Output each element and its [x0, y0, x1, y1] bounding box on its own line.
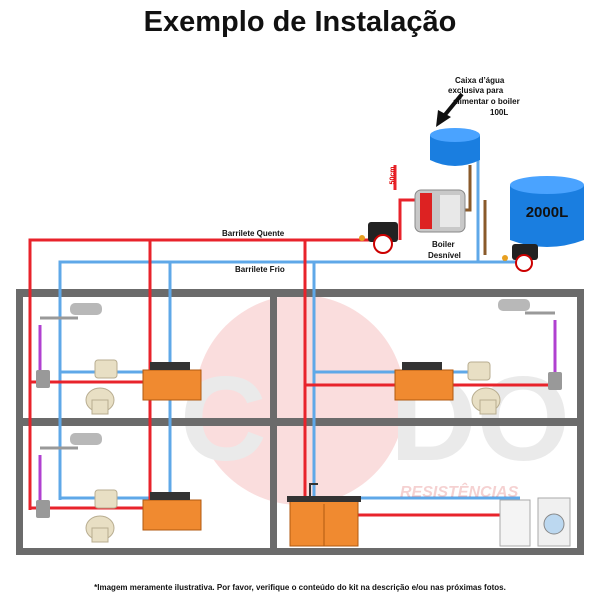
small-tank-label-4: 100L — [490, 108, 509, 117]
watermark-logo: C DO — [180, 295, 570, 505]
small-tank-label-3: alimentar o boiler — [453, 97, 520, 106]
pump-left — [359, 222, 398, 254]
building-frame — [16, 289, 584, 555]
footnote: *Imagem meramente ilustrativa. Por favor… — [94, 583, 506, 592]
small-water-tank — [430, 128, 480, 166]
laundry-tank-icon — [499, 499, 531, 547]
small-tank-label-1: Caixa d’água — [455, 76, 505, 85]
height-marker-label: 50cm — [389, 166, 397, 185]
boiler-label-2: Desnível — [428, 251, 461, 260]
washing-machine-icon — [537, 497, 571, 547]
boiler — [414, 189, 466, 233]
page-title: Exemplo de Instalação — [143, 6, 457, 38]
toilet-icon — [85, 359, 501, 543]
watermark-text: RESISTÊNCIAS — [400, 484, 519, 501]
cold-manifold-label: Barrilete Frio — [235, 265, 285, 274]
sink-cabinet-icon — [142, 362, 454, 531]
boiler-label-1: Boiler — [432, 240, 455, 249]
large-water-tank — [510, 176, 584, 247]
small-tank-label-2: exclusiva para — [448, 86, 504, 95]
arrow-icon — [436, 92, 464, 127]
pump-right — [502, 244, 538, 272]
kitchen-cabinet-icon — [287, 483, 361, 547]
mixer-valve-icon — [36, 370, 562, 518]
large-tank-label: 2000L — [525, 204, 569, 221]
hot-manifold-label: Barrilete Quente — [222, 229, 285, 238]
shower-icon — [40, 299, 555, 450]
